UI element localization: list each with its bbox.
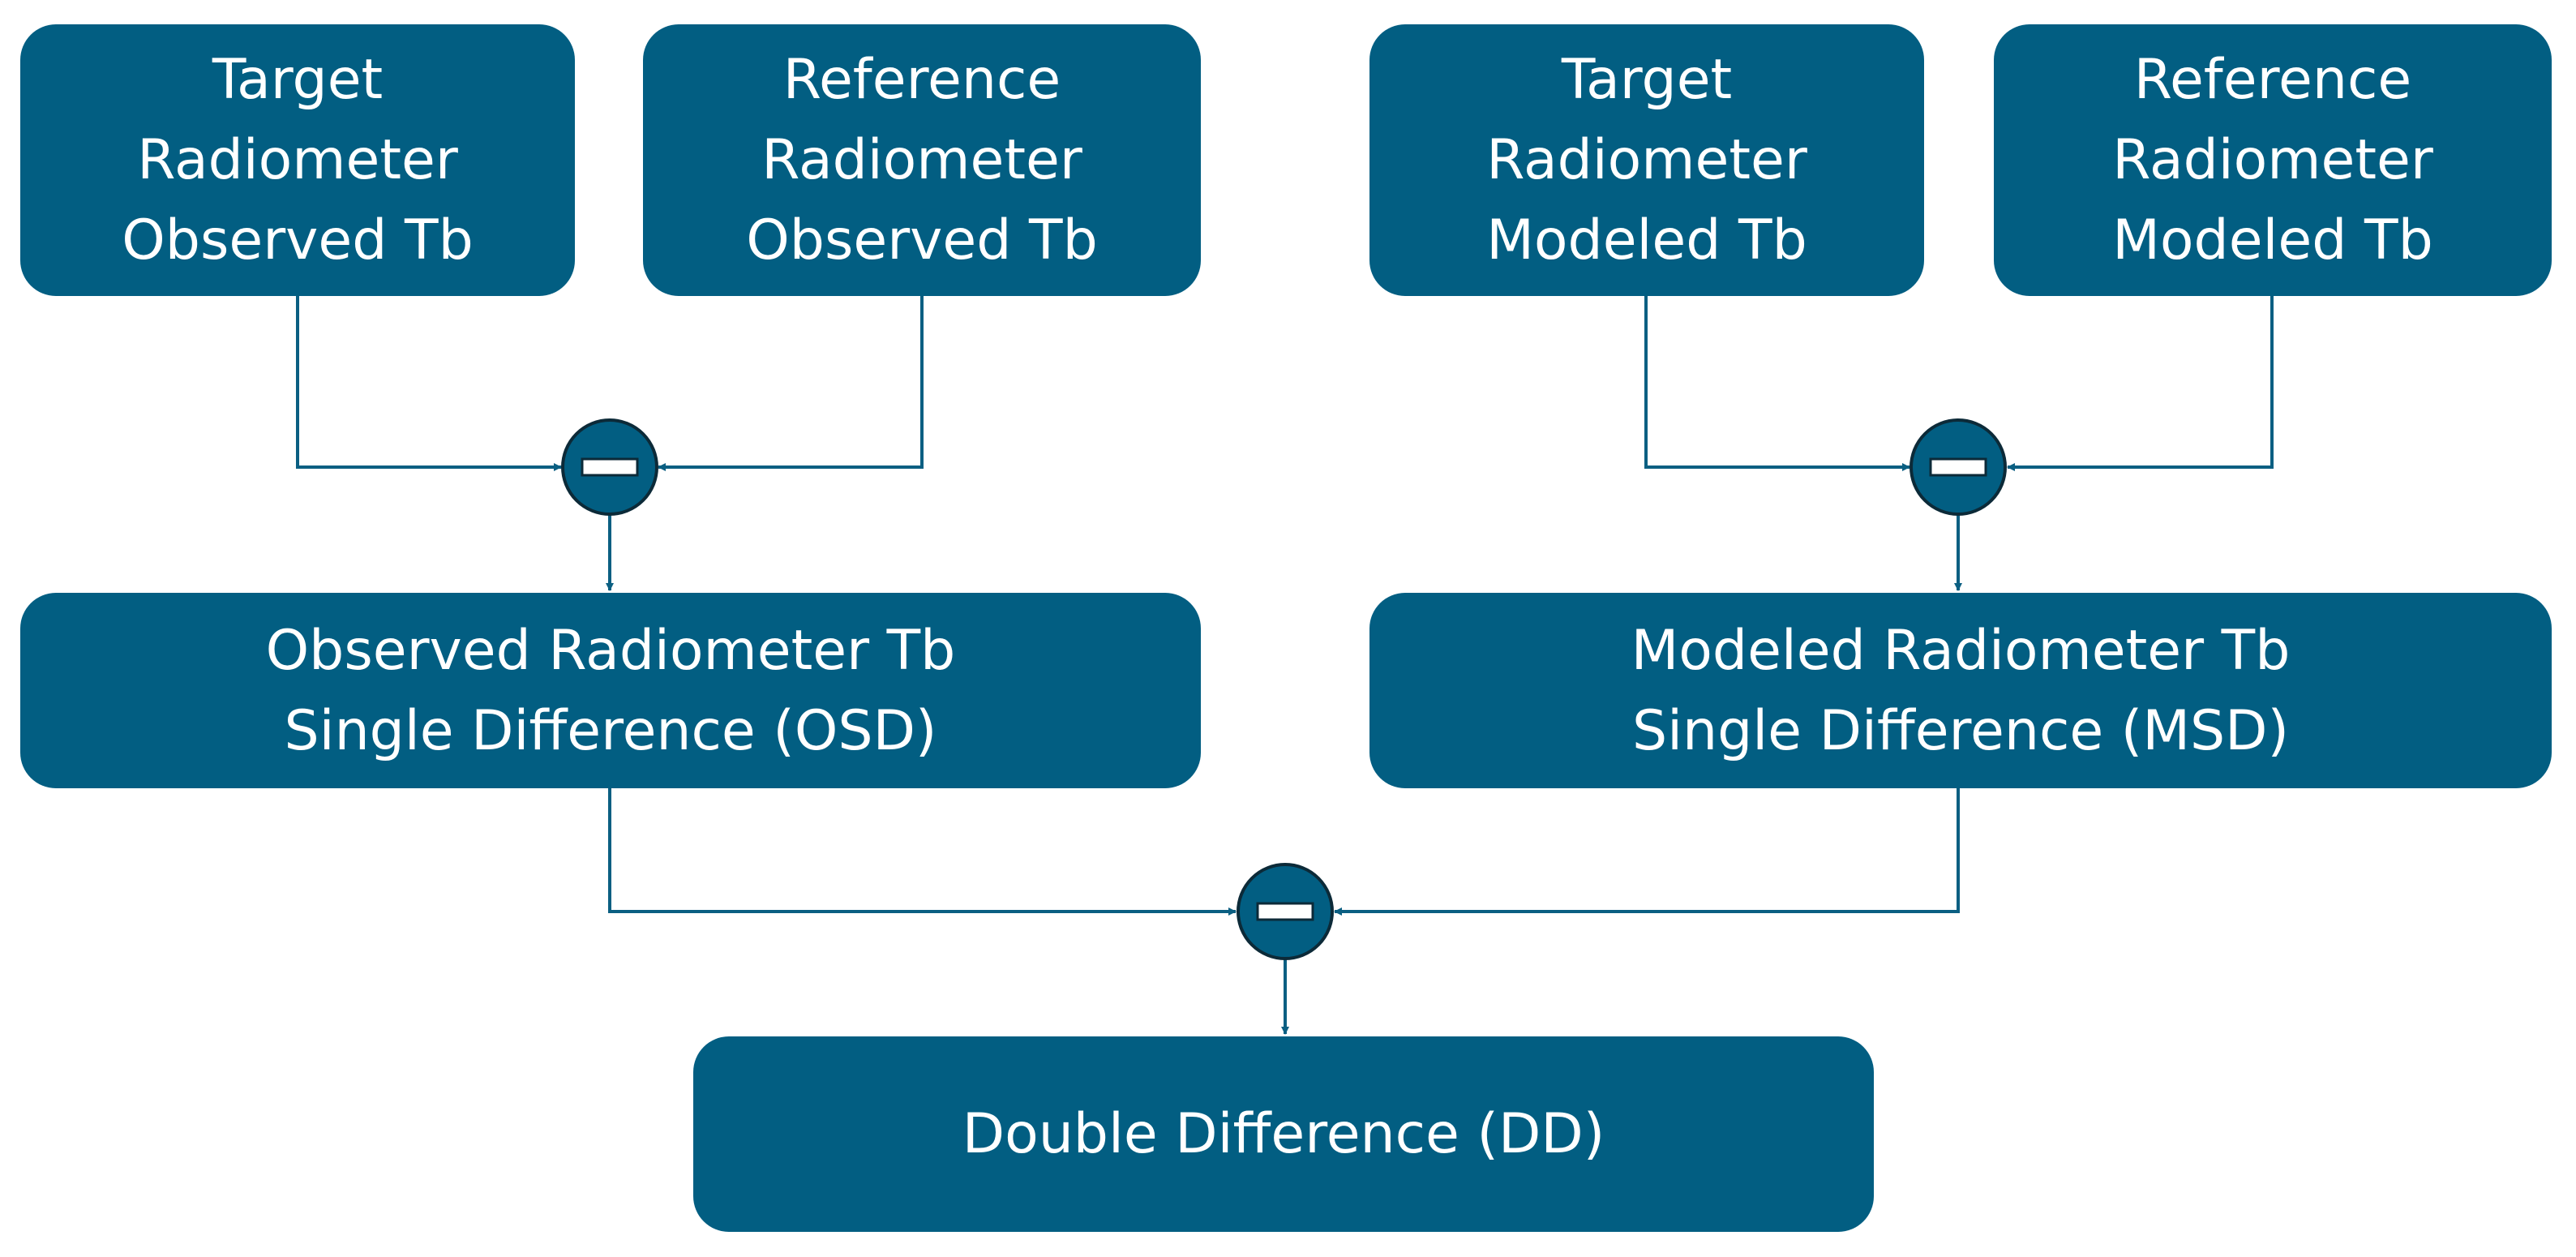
box-line: Radiometer	[2112, 128, 2433, 192]
connector-msd-to-double	[1334, 788, 1960, 916]
box-line: Observed Radiometer Tb	[265, 618, 956, 683]
reference-radiometer-observed-tb-box: Reference Radiometer Observed Tb	[643, 24, 1201, 296]
box-line: Modeled Tb	[2112, 208, 2433, 272]
box-line: Modeled Tb	[1486, 208, 1807, 272]
box-line: Reference	[2133, 48, 2412, 112]
modeled-single-difference-box: Modeled Radiometer Tb Single Difference …	[1369, 593, 2552, 788]
reference-radiometer-modeled-tb-box: Reference Radiometer Modeled Tb	[1994, 24, 2552, 296]
minus-icon	[561, 418, 658, 516]
box-line: Radiometer	[137, 128, 458, 192]
box-line: Single Difference (OSD)	[284, 698, 937, 763]
connector-target-observed	[296, 296, 562, 471]
box-line: Single Difference (MSD)	[1631, 698, 2290, 763]
target-radiometer-modeled-tb-box: Target Radiometer Modeled Tb	[1369, 24, 1924, 296]
box-line: Observed Tb	[122, 208, 474, 272]
box-line: Observed Tb	[746, 208, 1098, 272]
connector-reference-observed	[658, 296, 924, 471]
target-radiometer-observed-tb-box: Target Radiometer Observed Tb	[20, 24, 575, 296]
connector-osd-to-double	[608, 788, 1237, 916]
box-line: Modeled Radiometer Tb	[1631, 618, 2291, 683]
observed-single-difference-box: Observed Radiometer Tb Single Difference…	[20, 593, 1201, 788]
box-line: Radiometer	[1486, 128, 1807, 192]
box-line: Target	[1561, 48, 1733, 112]
connector-target-modeled	[1644, 296, 1910, 471]
box-line: Double Difference (DD)	[962, 1102, 1605, 1166]
box-line: Reference	[782, 48, 1061, 112]
double-difference-box: Double Difference (DD)	[693, 1036, 1874, 1232]
box-line: Radiometer	[761, 128, 1082, 192]
connector-reference-modeled	[2007, 296, 2274, 471]
box-line: Target	[212, 48, 384, 112]
minus-icon	[1237, 863, 1334, 960]
minus-icon	[1909, 418, 2007, 516]
